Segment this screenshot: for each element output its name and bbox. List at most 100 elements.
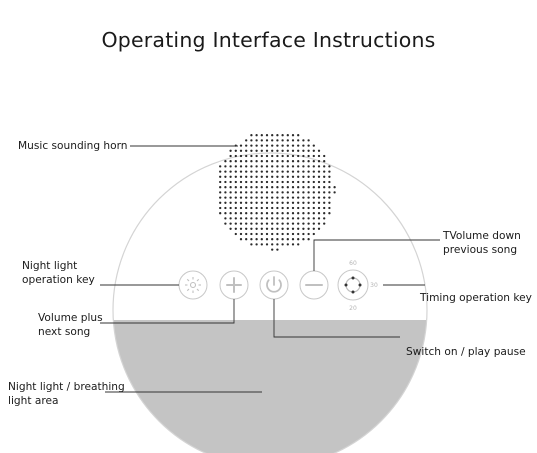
speaker-hole <box>307 191 310 194</box>
speaker-hole <box>229 212 232 215</box>
speaker-hole <box>297 238 300 241</box>
speaker-hole <box>286 149 289 152</box>
speaker-hole <box>286 144 289 147</box>
speaker-hole <box>255 165 258 168</box>
speaker-hole <box>297 165 300 168</box>
speaker-hole <box>281 196 284 199</box>
volume-down-button[interactable] <box>299 270 329 300</box>
speaker-hole <box>219 180 222 184</box>
speaker-hole <box>328 212 331 215</box>
speaker-hole <box>239 238 243 241</box>
speaker-hole <box>328 186 331 189</box>
speaker-hole <box>239 217 243 220</box>
speaker-hole <box>312 175 315 178</box>
speaker-hole <box>312 206 315 210</box>
speaker-hole <box>271 212 274 215</box>
speaker-hole <box>271 175 274 178</box>
speaker-hole <box>323 186 326 189</box>
speaker-hole <box>250 160 253 163</box>
speaker-hole <box>234 186 237 189</box>
speaker-hole <box>317 170 321 173</box>
speaker-hole <box>234 196 237 199</box>
speaker-hole <box>297 222 300 225</box>
label-timing-key: Timing operation key <box>420 292 532 304</box>
speaker-hole <box>328 201 331 204</box>
speaker-hole <box>281 217 284 220</box>
speaker-hole <box>276 191 279 194</box>
speaker-hole <box>234 222 237 225</box>
speaker-hole <box>328 180 331 184</box>
speaker-hole <box>265 196 269 199</box>
speaker-hole <box>260 134 263 137</box>
volume-plus-button[interactable] <box>219 270 249 300</box>
speaker-hole <box>323 175 326 178</box>
speaker-hole <box>271 134 274 137</box>
speaker-hole <box>260 222 263 225</box>
speaker-hole <box>265 212 269 215</box>
speaker-hole <box>281 243 284 246</box>
speaker-hole <box>302 139 305 142</box>
speaker-hole <box>276 186 279 189</box>
speaker-hole <box>255 160 258 163</box>
speaker-hole <box>245 154 248 158</box>
speaker-hole <box>307 175 310 178</box>
speaker-hole <box>317 201 321 204</box>
speaker-hole <box>229 170 232 173</box>
night-light-button[interactable] <box>178 270 208 300</box>
speaker-hole <box>281 139 284 142</box>
speaker-hole <box>239 175 243 178</box>
speaker-hole <box>312 149 315 152</box>
speaker-hole <box>276 206 279 210</box>
speaker-hole <box>291 149 295 152</box>
speaker-hole <box>286 186 289 189</box>
speaker-hole <box>245 222 248 225</box>
speaker-hole <box>291 165 295 168</box>
speaker-hole <box>323 170 326 173</box>
speaker-hole <box>281 154 284 158</box>
speaker-hole <box>219 201 222 204</box>
speaker-hole <box>265 175 269 178</box>
speaker-hole <box>239 170 243 173</box>
speaker-hole <box>291 180 295 184</box>
speaker-hole <box>250 206 253 210</box>
speaker-hole <box>255 222 258 225</box>
speaker-hole <box>219 212 222 215</box>
speaker-hole <box>260 206 263 210</box>
power-button[interactable] <box>259 270 289 300</box>
speaker-hole <box>286 160 289 163</box>
speaker-hole <box>265 201 269 204</box>
speaker-hole <box>245 191 248 194</box>
timer-dot-left <box>344 283 348 287</box>
speaker-hole <box>286 243 289 246</box>
speaker-hole <box>245 238 248 241</box>
speaker-hole <box>219 170 222 173</box>
label-volume-down-line1: TVolume down <box>443 230 521 242</box>
speaker-hole <box>234 232 237 236</box>
speaker-hole <box>271 232 274 236</box>
speaker-hole <box>297 196 300 199</box>
speaker-hole <box>302 227 305 230</box>
speaker-hole <box>291 186 295 189</box>
speaker-hole <box>307 165 310 168</box>
speaker-hole <box>276 232 279 236</box>
speaker-hole <box>255 206 258 210</box>
speaker-hole <box>286 139 289 142</box>
timer-button[interactable]: 60 20 30 <box>337 260 378 312</box>
speaker-hole <box>239 180 243 184</box>
label-night-light-key-line1: Night light <box>22 260 78 272</box>
label-switch: Switch on / play pause <box>406 346 526 358</box>
speaker-hole <box>286 170 289 173</box>
speaker-hole <box>302 165 305 168</box>
speaker-hole <box>291 232 295 236</box>
speaker-hole <box>229 165 232 168</box>
speaker-hole <box>271 196 274 199</box>
speaker-hole <box>271 165 274 168</box>
speaker-hole <box>265 134 269 137</box>
speaker-hole <box>260 170 263 173</box>
speaker-hole <box>276 196 279 199</box>
speaker-hole <box>250 201 253 204</box>
speaker-hole <box>265 217 269 220</box>
speaker-hole <box>307 149 310 152</box>
speaker-hole <box>250 165 253 168</box>
